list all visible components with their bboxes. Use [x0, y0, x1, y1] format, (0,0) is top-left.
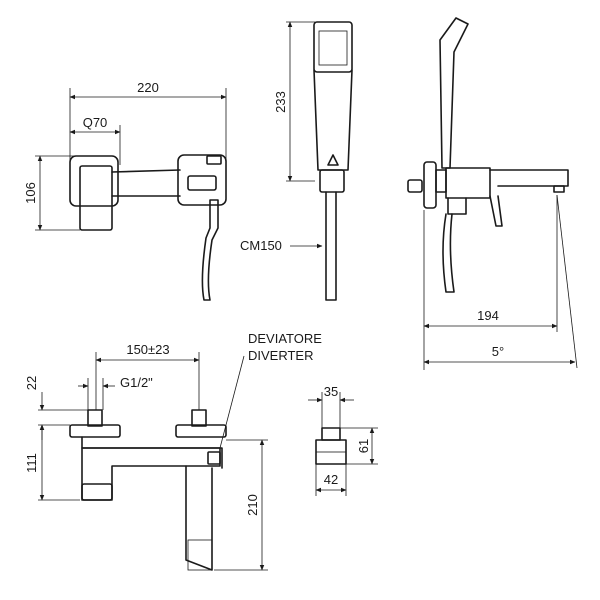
dim-111: 111 — [24, 453, 39, 473]
second-plate — [177, 154, 227, 206]
dim-cm150: CM150 — [240, 238, 282, 253]
dim-22: 22 — [24, 376, 39, 390]
side-view: 194 5° — [407, 17, 578, 370]
dim-220: 220 — [137, 80, 159, 95]
dim-61: 61 — [356, 439, 371, 453]
hose — [201, 199, 219, 301]
dim-g12: G1/2" — [120, 375, 153, 390]
wall-plate — [69, 155, 119, 207]
diverter-knob[interactable] — [207, 451, 221, 465]
dim-106: 106 — [23, 182, 38, 204]
lever — [439, 17, 469, 169]
dim-194: 194 — [477, 308, 499, 323]
dim-42: 42 — [324, 472, 338, 487]
dim-35: 35 — [324, 384, 338, 399]
detail-view: 35 61 42 — [308, 384, 378, 496]
dim-q70: Q70 — [83, 115, 108, 130]
top-view: 220 Q70 106 — [23, 80, 227, 301]
handshower-view: 233 CM150 — [240, 21, 353, 301]
dim-210: 210 — [245, 494, 260, 516]
shower-head — [313, 21, 353, 73]
label-diverter: DIVERTER — [248, 348, 314, 363]
mixer-body — [81, 436, 221, 501]
dim-233: 233 — [273, 91, 288, 113]
label-deviatore: DEVIATORE — [248, 331, 322, 346]
dim-5deg: 5° — [492, 344, 504, 359]
front-view: DEVIATORE DIVERTER 150±23 G1/2" 22 111 — [24, 331, 322, 571]
handle-block — [79, 165, 113, 231]
dim-150: 150±23 — [126, 342, 169, 357]
